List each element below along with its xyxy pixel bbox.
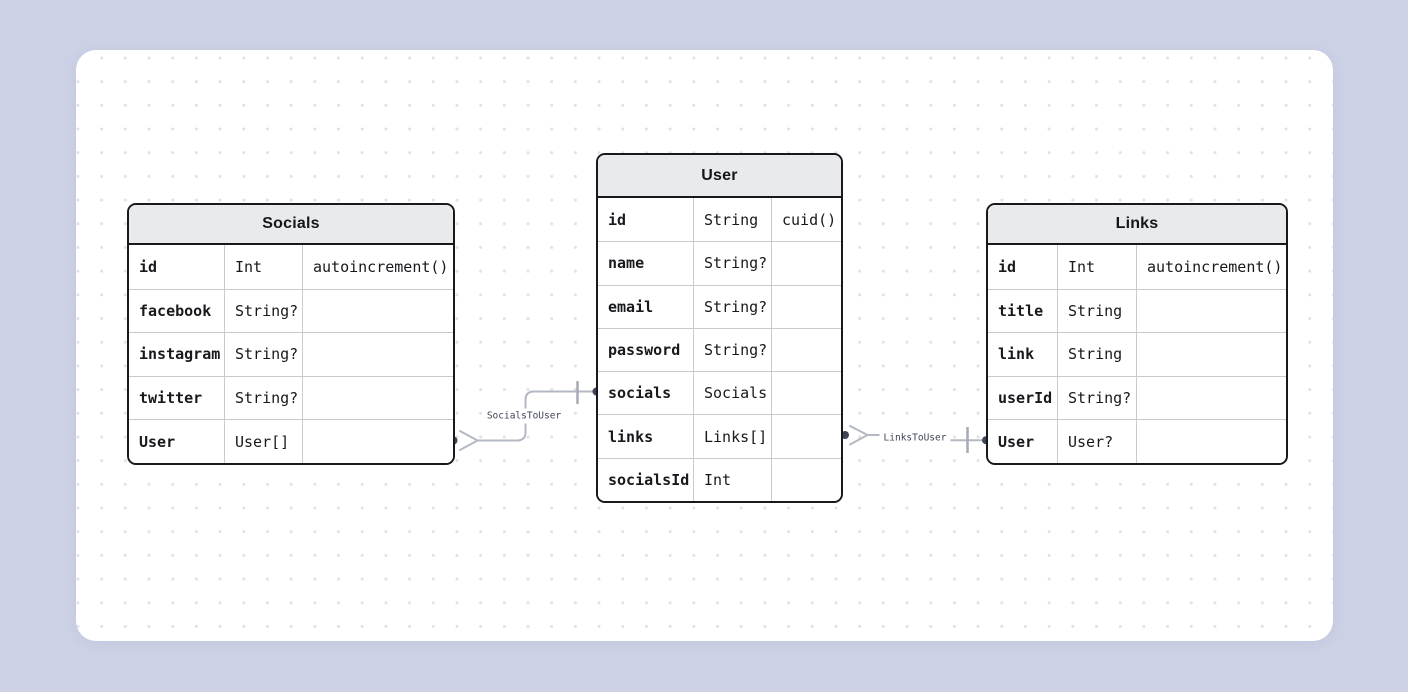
cell-type: String? (224, 289, 302, 333)
cell-field: links (608, 427, 654, 446)
table-row: email String? (598, 284, 841, 328)
cell-field: id (998, 257, 1017, 276)
table-row: twitter String? (129, 375, 453, 420)
cell-field: socials (608, 384, 672, 403)
cell-default: cuid() (771, 198, 841, 242)
cell-field: User (139, 432, 176, 451)
relation-label-socials-to-user: SocialsToUser (482, 408, 566, 424)
cell-type: User? (1057, 420, 1136, 463)
cell-type: Int (1057, 245, 1136, 289)
table-row: link String (988, 332, 1286, 376)
cell-type: String? (224, 333, 302, 376)
cell-field: twitter (139, 389, 203, 408)
cell-default (302, 333, 453, 376)
cell-field: User (998, 432, 1035, 451)
cell-type: Int (693, 458, 771, 502)
cell-field: title (998, 301, 1044, 320)
cell-field: facebook (139, 301, 212, 320)
cell-field: instagram (139, 345, 221, 364)
cell-default (771, 372, 841, 415)
cell-default (771, 328, 841, 372)
cell-default (1136, 333, 1286, 376)
cell-default (771, 458, 841, 502)
many-crow-foot-marker (849, 425, 869, 446)
cell-type: Links[] (693, 415, 771, 458)
cell-default (302, 289, 453, 333)
table-row: User User? (988, 419, 1286, 463)
cell-type: String (693, 198, 771, 242)
table-row: facebook String? (129, 288, 453, 333)
cell-type: Int (224, 245, 302, 289)
table-row: socials Socials (598, 371, 841, 415)
cell-field: link (998, 345, 1035, 364)
cell-field: id (608, 210, 627, 229)
cell-field: name (608, 254, 645, 273)
cell-default (302, 376, 453, 420)
cell-type: String (1057, 333, 1136, 376)
cell-type: String? (693, 328, 771, 372)
table-row: name String? (598, 241, 841, 285)
cell-default (1136, 289, 1286, 333)
table-row: User User[] (129, 419, 453, 463)
cell-default (1136, 420, 1286, 463)
table-title: User (598, 155, 841, 198)
table-row: links Links[] (598, 414, 841, 458)
cell-type: String? (693, 285, 771, 328)
cell-default (1136, 376, 1286, 420)
cell-default (771, 415, 841, 458)
table-row: password String? (598, 327, 841, 372)
table-title: Socials (129, 205, 453, 245)
cell-type: User[] (224, 420, 302, 463)
cell-field: userId (998, 389, 1053, 408)
cell-default: autoincrement() (302, 245, 453, 289)
cell-type: String (1057, 289, 1136, 333)
cell-type: String? (693, 242, 771, 285)
cell-field: socialsId (608, 470, 690, 489)
cell-field: email (608, 297, 654, 316)
relation-label-links-to-user: LinksToUser (879, 430, 951, 446)
cell-field: id (139, 257, 158, 276)
many-crow-foot-marker (459, 430, 479, 451)
cell-default (771, 285, 841, 328)
table-row: title String (988, 288, 1286, 333)
cell-type: String? (224, 376, 302, 420)
cell-type: Socials (693, 372, 771, 415)
table-title: Links (988, 205, 1286, 245)
cell-default: autoincrement() (1136, 245, 1286, 289)
cell-type: String? (1057, 376, 1136, 420)
cell-default (302, 420, 453, 463)
cell-default (771, 242, 841, 285)
cell-field: password (608, 341, 681, 360)
